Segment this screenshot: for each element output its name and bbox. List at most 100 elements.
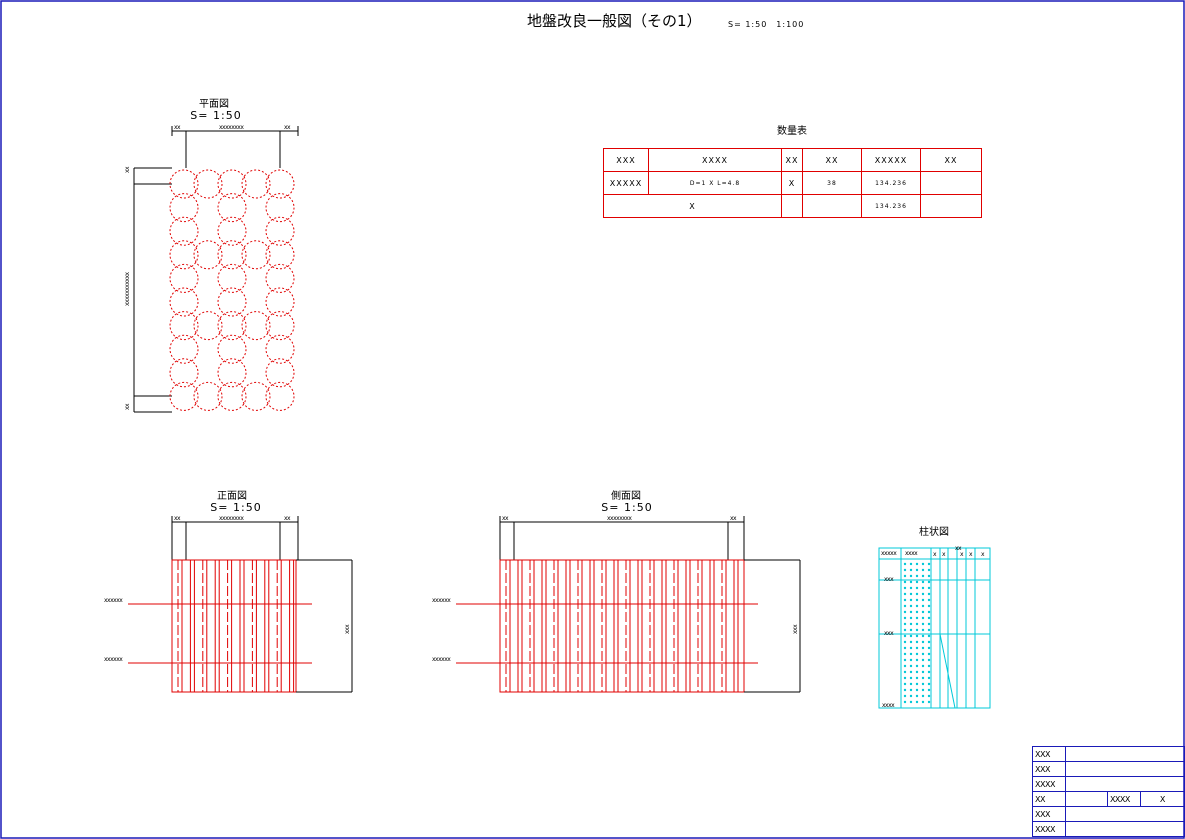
pile-circle bbox=[169, 216, 199, 246]
soil-dot bbox=[921, 676, 925, 680]
pile-circle bbox=[217, 311, 247, 341]
soil-dot bbox=[909, 598, 913, 602]
soil-dot bbox=[903, 628, 907, 632]
table-header-cell: XX bbox=[920, 148, 982, 172]
pile-circle bbox=[169, 334, 199, 364]
soil-dot bbox=[903, 580, 907, 584]
soil-dot bbox=[915, 670, 919, 674]
soil-dot bbox=[909, 682, 913, 686]
table-cell: XXXXX bbox=[603, 171, 649, 195]
column-header-top: xx bbox=[955, 545, 962, 552]
soil-dot bbox=[915, 688, 919, 692]
pile-circle bbox=[265, 193, 295, 223]
pile-circle bbox=[265, 216, 295, 246]
table-row: XXX XXXX XX XX XXXXX XX bbox=[603, 148, 982, 172]
soil-dot bbox=[915, 598, 919, 602]
soil-dot bbox=[909, 628, 913, 632]
soil-dot bbox=[903, 592, 907, 596]
pile-circle bbox=[265, 358, 295, 388]
soil-dot bbox=[903, 598, 907, 602]
table-total-label: X bbox=[603, 194, 782, 218]
quantity-table: XXX XXXX XX XX XXXXX XX XXXXX D=1 X L=4.… bbox=[603, 148, 982, 218]
soil-dot bbox=[903, 676, 907, 680]
soil-dot bbox=[915, 682, 919, 686]
soil-dot bbox=[903, 694, 907, 698]
soil-dot bbox=[909, 610, 913, 614]
table-header-cell: XXXX bbox=[648, 148, 782, 172]
soil-dot bbox=[915, 562, 919, 566]
title-block-label: XXX bbox=[1032, 761, 1066, 777]
table-cell: X bbox=[781, 171, 803, 195]
soil-dot bbox=[915, 628, 919, 632]
table-header-cell: XXX bbox=[603, 148, 649, 172]
soil-dot bbox=[927, 640, 931, 644]
pile-circle bbox=[265, 240, 295, 270]
soil-dot bbox=[903, 604, 907, 608]
pile-circle bbox=[241, 169, 271, 199]
soil-dot bbox=[927, 634, 931, 638]
column-depth-1: xxx bbox=[884, 576, 894, 583]
soil-dot bbox=[927, 610, 931, 614]
side-dim-top-left: xx bbox=[502, 515, 509, 522]
soil-dot bbox=[927, 700, 931, 704]
pile-circle bbox=[193, 311, 223, 341]
pile-circle bbox=[265, 287, 295, 317]
soil-dot bbox=[927, 658, 931, 662]
front-dim-right: xxx bbox=[344, 624, 351, 634]
table-header-cell: XXXXX bbox=[861, 148, 921, 172]
pile-circle bbox=[169, 381, 199, 411]
side-level-1: xxxxxx bbox=[432, 597, 451, 604]
soil-dot bbox=[927, 688, 931, 692]
soil-dot bbox=[903, 616, 907, 620]
soil-dot bbox=[927, 628, 931, 632]
soil-dot bbox=[909, 688, 913, 692]
soil-dot bbox=[909, 658, 913, 662]
soil-dot bbox=[921, 628, 925, 632]
soil-dot bbox=[915, 646, 919, 650]
soil-dot bbox=[927, 586, 931, 590]
soil-dot bbox=[915, 634, 919, 638]
quantity-table-title: 数量表 bbox=[777, 126, 807, 137]
column-depth-2: xxx bbox=[884, 630, 894, 637]
front-level-1: xxxxxx bbox=[104, 597, 123, 604]
column-header-1: xxxx bbox=[905, 550, 918, 557]
plan-scale: S= 1:50 bbox=[190, 109, 242, 122]
pile-circle bbox=[217, 287, 247, 317]
soil-dot bbox=[927, 652, 931, 656]
column-header-6: x bbox=[981, 551, 985, 558]
soil-dot bbox=[909, 646, 913, 650]
soil-dot bbox=[927, 622, 931, 626]
pile-circle bbox=[265, 169, 295, 199]
side-dim-top-right: xx bbox=[730, 515, 737, 522]
title-block-label: XXX bbox=[1032, 746, 1066, 762]
column-header-4: x bbox=[960, 551, 964, 558]
plan-dim-top-mid: xxxxxxxx bbox=[219, 124, 244, 131]
plan-dim-top-left: xx bbox=[174, 124, 181, 131]
plan-dim-left-mid: xxxxxxxxxxx bbox=[124, 272, 131, 306]
soil-dot bbox=[903, 610, 907, 614]
table-total-value: 134.236 bbox=[861, 194, 921, 218]
soil-dot bbox=[909, 622, 913, 626]
pile-circle bbox=[193, 240, 223, 270]
pile-circle bbox=[193, 169, 223, 199]
table-cell bbox=[920, 171, 982, 195]
pile-circle bbox=[169, 358, 199, 388]
pile-circle bbox=[241, 240, 271, 270]
pile-circle bbox=[265, 311, 295, 341]
soil-dot bbox=[927, 646, 931, 650]
soil-dot bbox=[909, 634, 913, 638]
soil-dot bbox=[909, 604, 913, 608]
plan-dim-top-right: xx bbox=[284, 124, 291, 131]
soil-dot bbox=[915, 658, 919, 662]
front-dim-top-mid: xxxxxxxx bbox=[219, 515, 244, 522]
column-header-3: x bbox=[942, 551, 946, 558]
soil-dot bbox=[909, 592, 913, 596]
soil-dot bbox=[903, 664, 907, 668]
soil-dot bbox=[921, 646, 925, 650]
front-view bbox=[128, 516, 353, 693]
pile-circle bbox=[169, 193, 199, 223]
soil-dot bbox=[903, 562, 907, 566]
drawing-title: 地盤改良一般図（その1） bbox=[527, 12, 702, 30]
side-view bbox=[456, 516, 801, 693]
